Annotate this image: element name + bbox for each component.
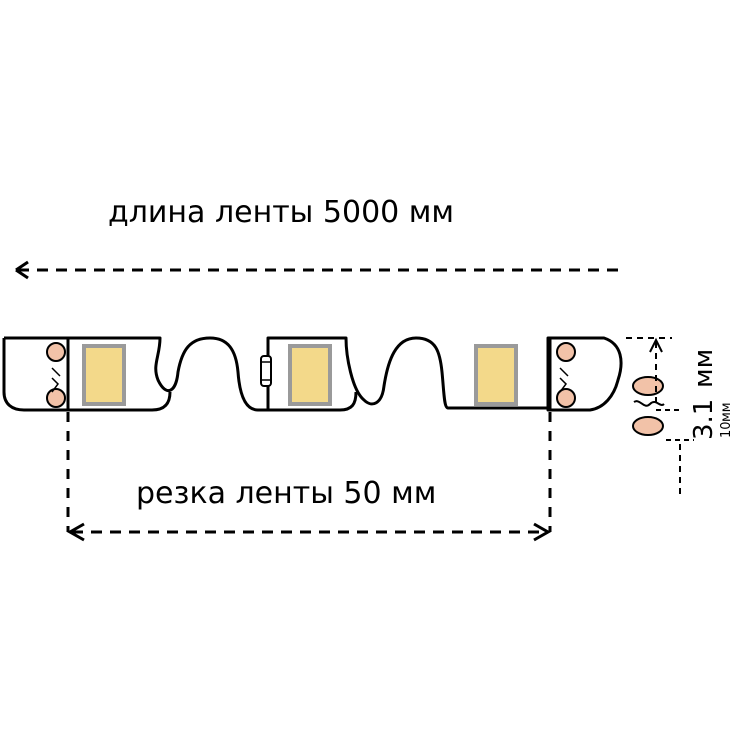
led-1: [82, 344, 126, 406]
cut-length-arrow: [66, 522, 552, 542]
width-unit-label: мм: [719, 402, 733, 422]
cross-section: [632, 376, 665, 436]
strip-outline-middle: [268, 391, 358, 412]
strip-outline: [4, 336, 623, 412]
led-2: [288, 344, 332, 406]
width-label-group: 10 мм: [719, 402, 733, 438]
height-unit-label: мм: [689, 349, 719, 388]
resistor: [260, 355, 272, 387]
width-value-label: 10: [719, 421, 733, 438]
strip-outline-left-bottom: [2, 338, 172, 412]
left-solder-pads: [46, 342, 66, 408]
right-solder-pads: [556, 342, 576, 408]
cut-length-label: резка ленты 50 мм: [136, 476, 436, 511]
led-3: [474, 344, 518, 406]
total-length-label: длина ленты 5000 мм: [108, 195, 454, 230]
width-dimension: [666, 439, 694, 494]
height-dimension: [626, 337, 680, 411]
height-value-label: 3.1: [689, 399, 719, 440]
total-length-arrow: [15, 260, 622, 280]
height-label-group: 3.1 мм: [689, 349, 719, 440]
